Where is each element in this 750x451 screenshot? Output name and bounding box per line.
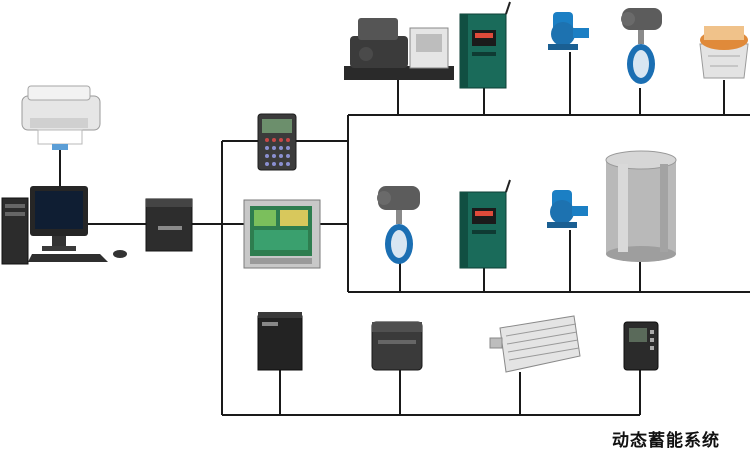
butterfly-valve-icon [621, 8, 662, 84]
water-pump-icon [547, 190, 588, 228]
keypad-controller-icon [257, 113, 297, 171]
watermark [622, 396, 748, 416]
network-gateway-icon [145, 198, 193, 252]
water-pump-icon [548, 12, 589, 50]
butterfly-valve-icon [377, 186, 420, 264]
io-module-icon [371, 321, 423, 371]
touchscreen-panel-icon [243, 199, 321, 269]
thermostat-icon [623, 321, 659, 371]
cooling-tower-icon [699, 26, 749, 79]
variable-frequency-cabinet-icon [459, 1, 511, 89]
connection-lines [59, 52, 750, 416]
control-box-icon [257, 312, 303, 371]
printer-icon [21, 85, 101, 150]
air-conditioner-unit-icon [489, 315, 581, 373]
diagram-caption: 动态蓄能系统 [612, 431, 720, 451]
storage-tank-icon [605, 150, 677, 262]
variable-frequency-cabinet-icon [459, 179, 511, 269]
chiller-unit-icon [344, 18, 454, 80]
computer-icon [1, 186, 127, 265]
